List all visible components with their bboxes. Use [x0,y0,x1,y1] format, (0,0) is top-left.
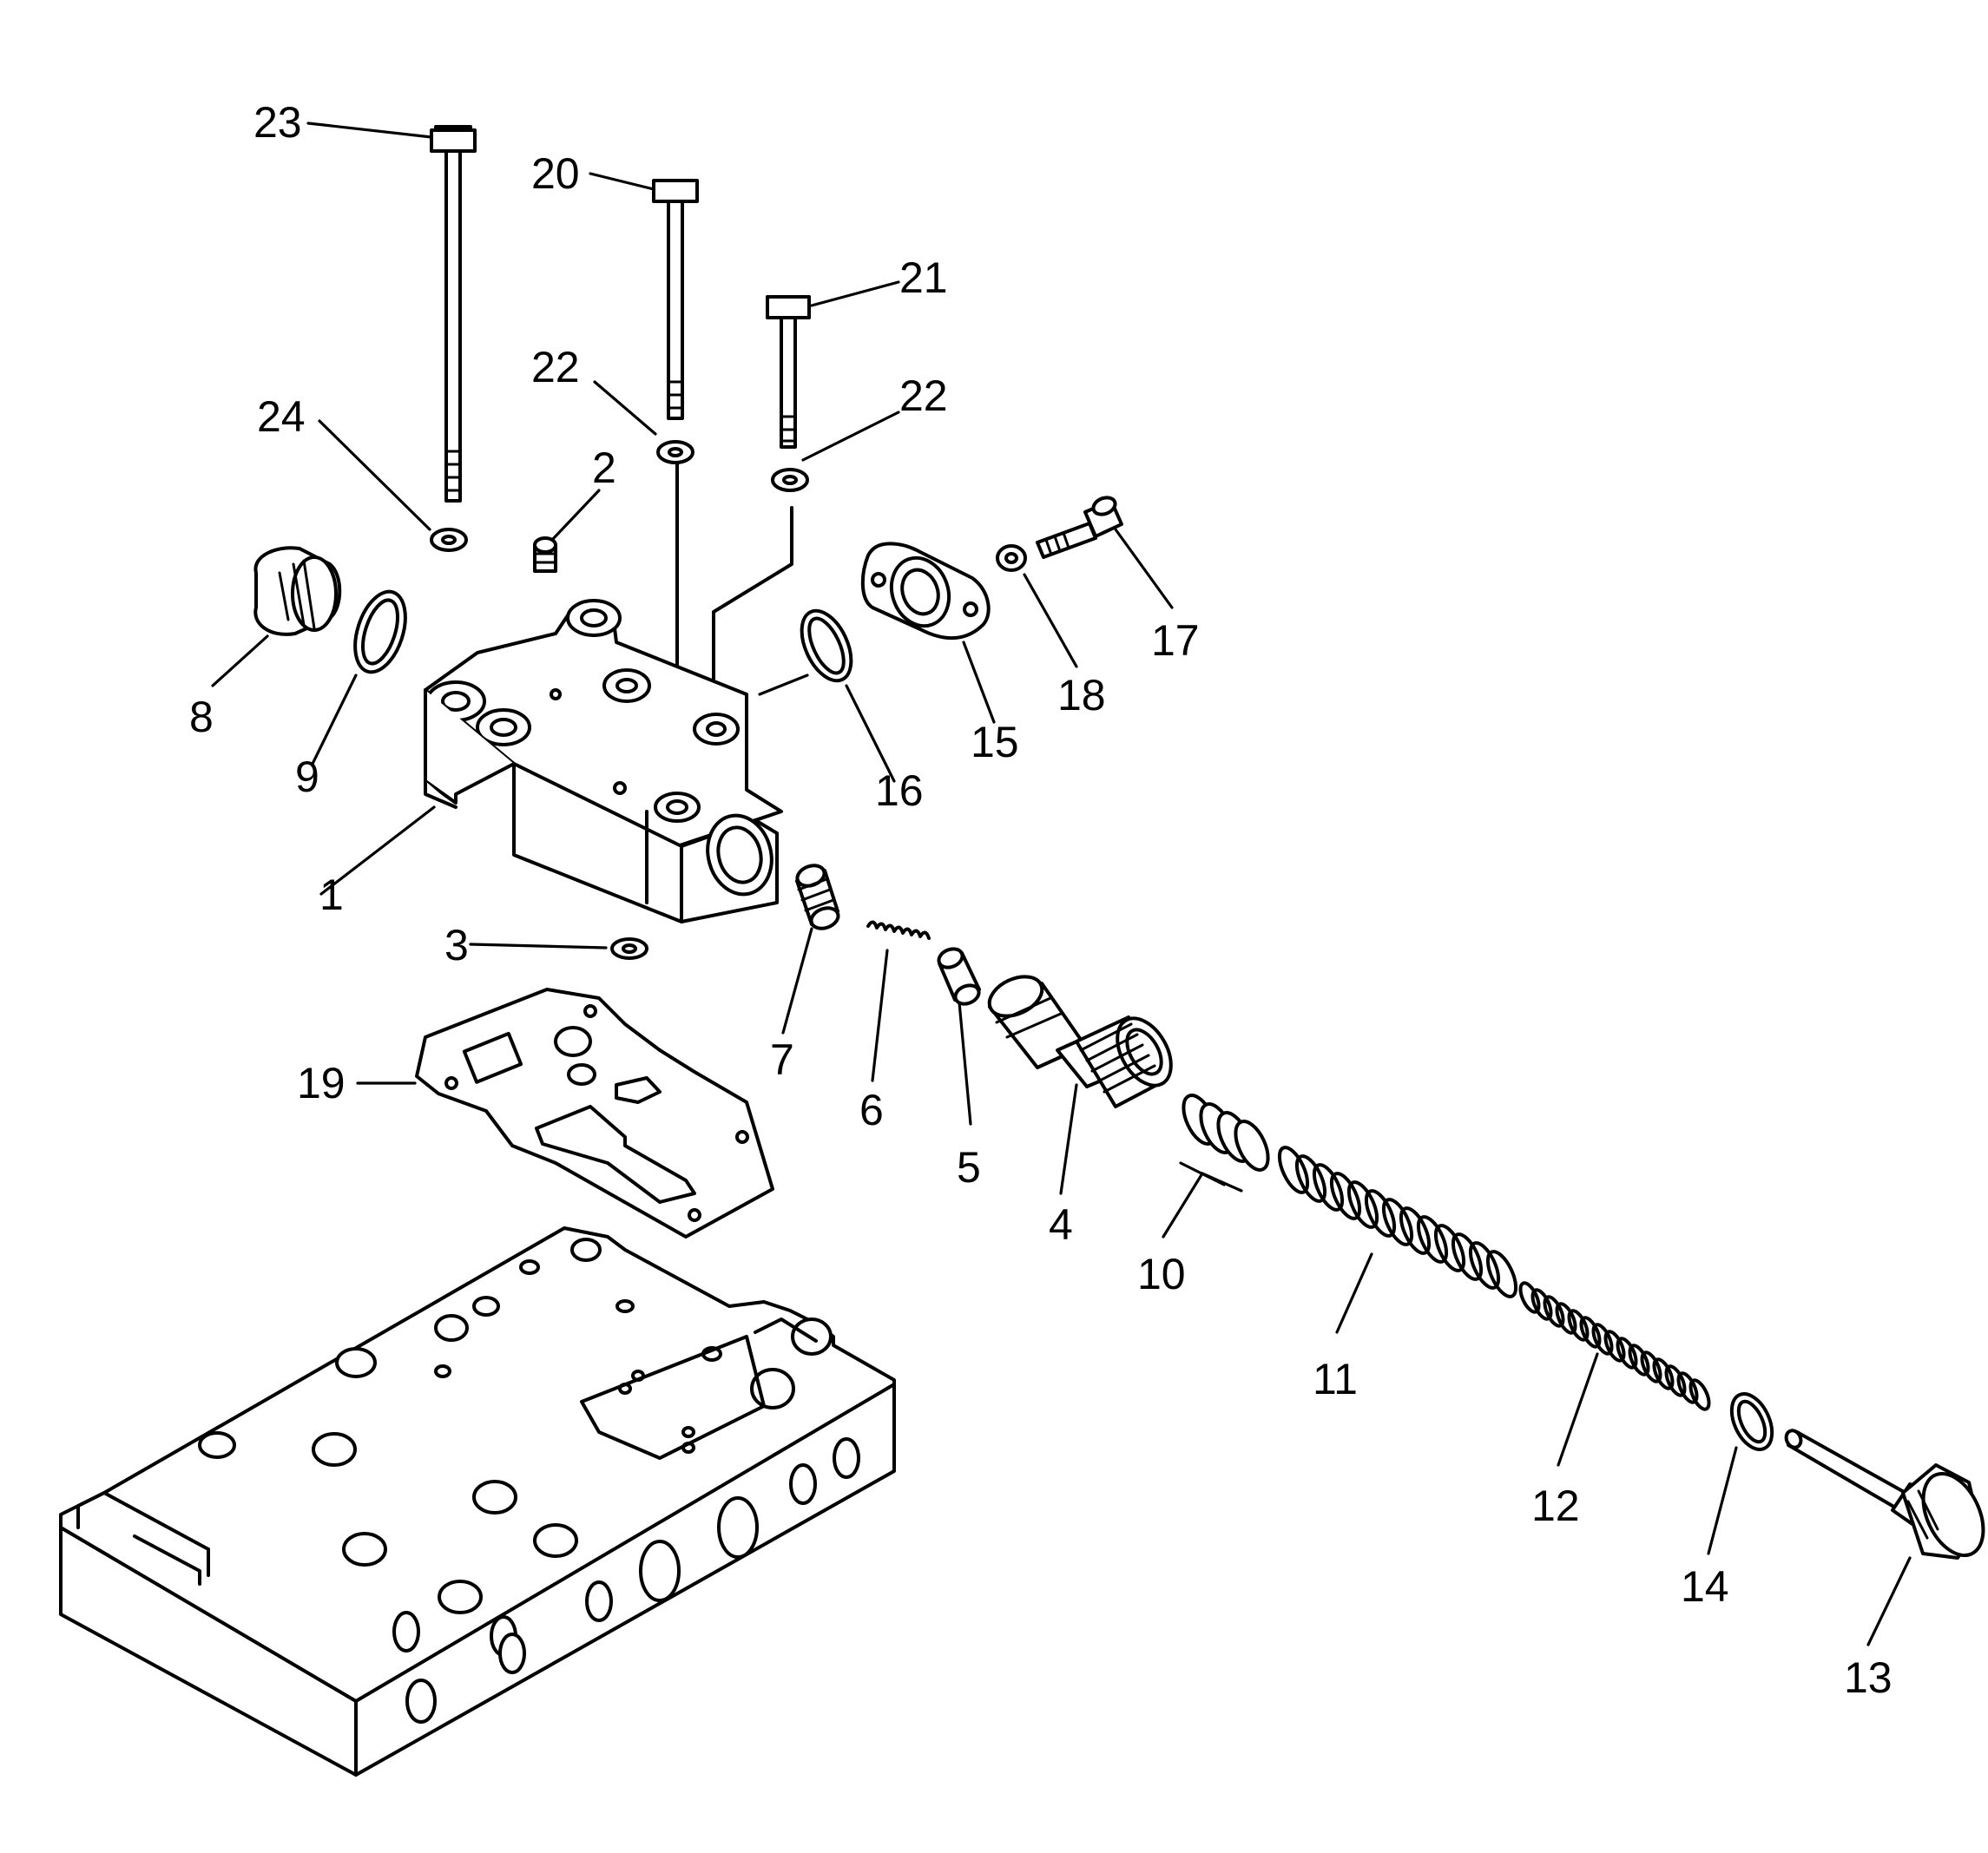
callout-10: 10 [1137,1250,1186,1298]
piston-5 [937,947,981,1006]
spool-4 [987,975,1173,1108]
callout-4: 4 [1049,1200,1073,1249]
callout-6: 6 [859,1086,884,1134]
callout-8: 8 [189,693,214,741]
callout-20: 20 [531,149,580,198]
plug-13 [1784,1429,1985,1560]
callout-21: 21 [899,253,948,302]
callout-23: 23 [253,98,302,147]
callout-22-left: 22 [531,343,580,391]
callout-18: 18 [1057,671,1106,720]
valve-body-1 [424,599,783,923]
callout-12: 12 [1531,1482,1580,1530]
callout-22-right: 22 [899,371,948,420]
callout-5: 5 [957,1143,981,1192]
callout-2: 2 [592,444,616,492]
callout-7: 7 [770,1035,794,1084]
leader-lines [211,122,1912,1646]
spring-11 [1277,1146,1518,1298]
plug-8 [253,546,342,636]
callout-17: 17 [1151,616,1200,665]
bolt-23 [430,125,477,503]
callout-24: 24 [257,392,306,441]
callout-15: 15 [971,718,1019,766]
retainer-7 [795,864,840,930]
callout-19: 19 [297,1059,346,1107]
gasket-19 [415,988,774,1239]
bolt-17 [1036,496,1123,559]
callout-labels: 1 2 3 4 5 6 7 8 9 10 11 12 13 14 15 16 1… [189,98,1893,1702]
callout-13: 13 [1844,1653,1893,1702]
bolt-20 [652,179,699,420]
plug-2 [533,536,557,573]
spring-6 [866,920,931,940]
transmission-valve-housing [59,1226,896,1777]
bolt-21 [766,295,811,449]
callout-16: 16 [875,766,924,815]
callout-3: 3 [444,921,469,969]
flange-15 [860,542,991,641]
callout-1: 1 [319,871,344,919]
shims-10 [1182,1094,1270,1172]
callout-14: 14 [1681,1562,1729,1611]
callout-11: 11 [1313,1355,1358,1403]
spring-12 [1518,1281,1711,1411]
callout-9: 9 [295,752,319,801]
